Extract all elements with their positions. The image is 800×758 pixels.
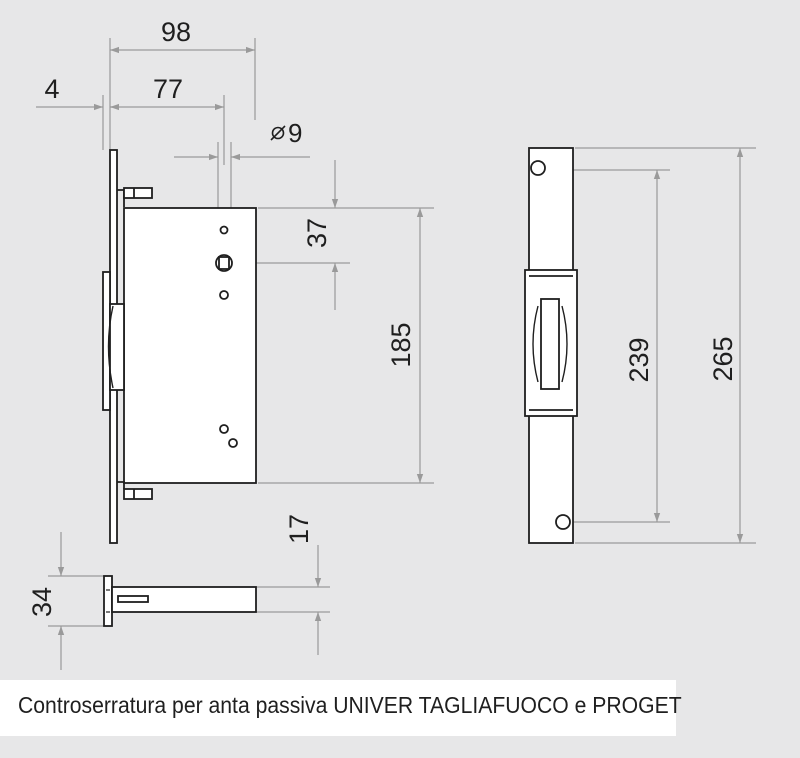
strike-plate-view [524,147,578,544]
top-tab [117,189,125,207]
lock-plan-view [103,575,257,627]
dim-239-label: 239 [624,337,654,382]
bolt-follower [109,303,125,391]
dim-diameter-label: 9 [288,118,302,148]
strike-screw-hole-bottom [555,514,571,530]
dim-98-label: 98 [161,17,191,47]
dimension-lines [36,38,756,670]
bottom-tab [117,481,125,489]
strike-screw-hole-top [530,160,546,176]
dim-77-label: 77 [153,74,183,104]
caption: Controserratura per anta passiva UNIVER … [18,692,682,718]
dim-34-label: 34 [27,587,57,617]
diameter-symbol [270,125,286,141]
lock-body [123,207,257,484]
dim-265-label: 265 [708,336,738,381]
dim-4-label: 4 [44,74,59,104]
caption-box: Controserratura per anta passiva UNIVER … [0,680,682,736]
dim-185-label: 185 [386,322,416,367]
dim-17-label: 17 [284,514,314,544]
dim-37-label: 37 [302,218,332,248]
spindle-hole [215,254,233,272]
lock-front-view [102,149,257,544]
